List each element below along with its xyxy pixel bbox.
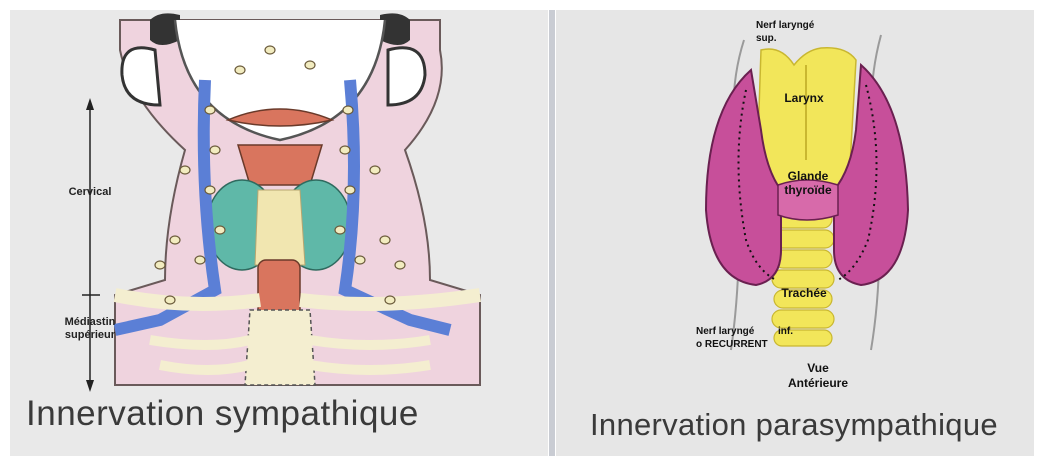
label-nerf-inf-inf: inf. xyxy=(778,326,793,337)
rib-right-2 xyxy=(310,365,430,370)
caption-parasympathetic: Innervation parasympathique xyxy=(590,407,998,443)
caption-sympathetic: Innervation sympathique xyxy=(26,394,419,434)
larynx xyxy=(238,145,322,185)
label-glande-2: thyroïde xyxy=(784,183,832,197)
thyroid-isthmus xyxy=(255,190,305,265)
rib-right-1 xyxy=(310,340,430,345)
thyroid-illustration: Nerf laryngé sup. Larynx Glande thyroïde… xyxy=(556,10,1034,456)
rib-left-1 xyxy=(150,340,250,345)
label-glande-1: Glande xyxy=(788,169,829,183)
panel-divider xyxy=(549,10,555,456)
ear-left xyxy=(122,48,160,105)
label-nerf-inf-2: o RECURRENT xyxy=(696,339,768,350)
label-nerf-inf-1: Nerf laryngé xyxy=(696,326,755,337)
label-vue-2: Antérieure xyxy=(788,376,848,390)
label-mediastin-2: supérieur xyxy=(65,329,116,341)
label-trachee: Trachée xyxy=(781,286,827,300)
label-mediastin-1: Médiastin xyxy=(65,316,116,328)
parasympathetic-panel: Nerf laryngé sup. Larynx Glande thyroïde… xyxy=(556,10,1034,456)
label-nerf-sup-2: sup. xyxy=(756,33,777,44)
neck-illustration: Cervical Médiastin supérieur xyxy=(10,10,548,456)
label-larynx: Larynx xyxy=(784,91,824,105)
label-nerf-sup-1: Nerf laryngé xyxy=(756,20,815,31)
sympathetic-panel: Cervical Médiastin supérieur xyxy=(10,10,548,456)
label-vue-1: Vue xyxy=(807,361,829,375)
scale-arrow-bottom xyxy=(86,380,94,392)
label-cervical: Cervical xyxy=(69,186,112,198)
sternum xyxy=(245,310,315,385)
rib-left-2 xyxy=(160,365,250,370)
scale-arrow-top xyxy=(86,98,94,110)
